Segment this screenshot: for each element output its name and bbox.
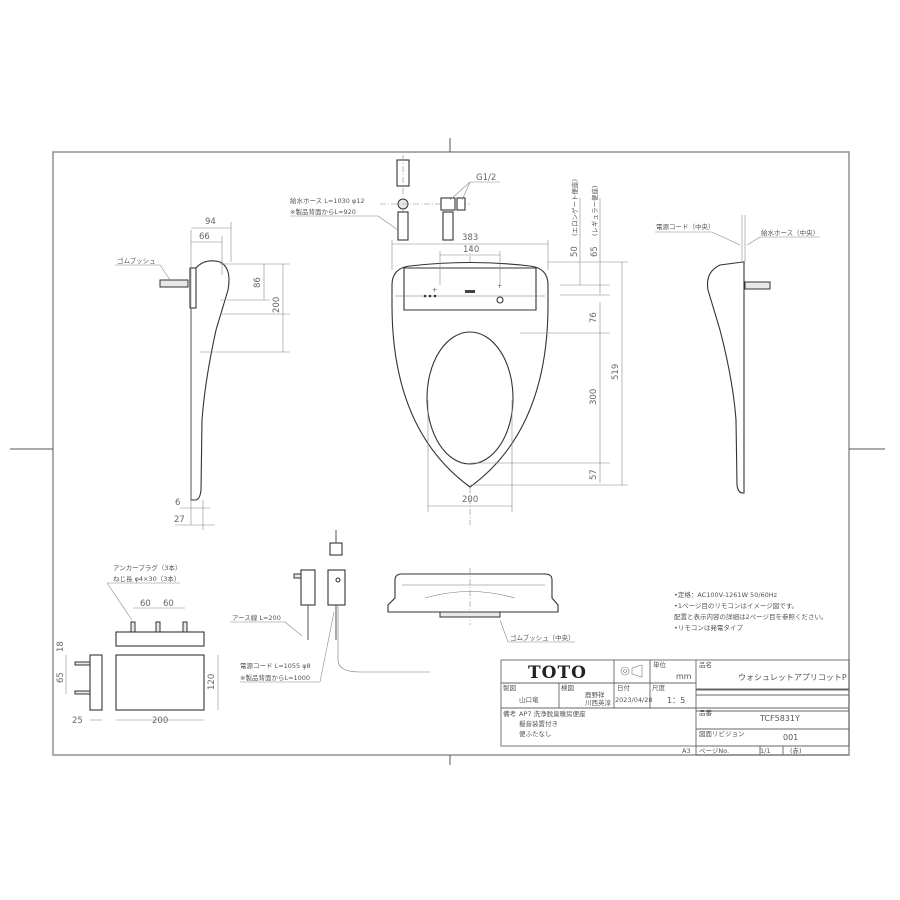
dim-65b: 65	[56, 672, 66, 683]
remark-2: 擬音装置付き	[519, 719, 558, 728]
dim-200: 200	[462, 495, 478, 505]
page-note: (赤)	[790, 747, 802, 755]
label-anchor-plug: アンカープラグ（3本）	[113, 563, 182, 572]
label-rubber-bush: ゴムブッシュ	[117, 256, 156, 265]
note-remote-type: •リモコンは発電タイプ	[674, 623, 743, 632]
date-value: 2023/04/28	[615, 696, 652, 704]
dim-66: 66	[199, 232, 210, 242]
projection-symbol-icon	[620, 664, 643, 678]
seat-top-view: + +	[391, 245, 549, 525]
right-side-view	[706, 215, 771, 494]
label-power-cord: 電源コード L=1055 φ8	[240, 661, 311, 670]
dim-60a: 60	[140, 599, 151, 609]
scale-label: 尺度	[652, 683, 666, 692]
dim-383: 383	[462, 233, 478, 243]
unit-label: 単位	[653, 660, 667, 669]
scale-value: 1：5	[667, 696, 685, 705]
unit-value: mm	[676, 672, 692, 681]
note-remote-detail: 配置と表示内容の詳細は2ページ目を参照ください。	[674, 612, 828, 621]
dim-57: 57	[589, 469, 599, 480]
power-plug	[293, 530, 430, 673]
dim-200-side: 200	[272, 297, 282, 313]
label-water-hose-center: 給水ホース（中央）	[761, 228, 819, 237]
label-power-cord-center: 電源コード（中央）	[656, 222, 715, 231]
drawn-by: 山口竜	[519, 695, 539, 704]
drawing-frame	[52, 151, 850, 756]
dim-300: 300	[589, 389, 599, 405]
dim-65: 65	[590, 246, 600, 257]
dim-50: 50	[570, 246, 580, 257]
dim-6: 6	[175, 498, 180, 508]
water-hose-note: ※製品背面からL=920	[290, 207, 356, 216]
label-earth-wire: アース線 L=200	[232, 613, 281, 622]
water-valve	[380, 155, 470, 241]
dim-120: 120	[207, 674, 217, 690]
dim-27: 27	[174, 515, 185, 525]
dim-25: 25	[72, 716, 83, 726]
sheet-size: A3	[682, 747, 691, 755]
checked-by-2: 川西英淳	[585, 698, 612, 707]
dim-140: 140	[463, 245, 479, 255]
page-label: ページNo.	[699, 747, 729, 755]
product-number-label: 品番	[699, 709, 713, 717]
product-name-label: 品名	[699, 660, 712, 669]
remarks-label: 備考	[503, 709, 517, 718]
remark-1: AP7 洗浄脱臭暖房便座	[519, 709, 586, 718]
left-side-view	[159, 230, 230, 525]
revision-label: 図面リビジョン	[699, 729, 745, 738]
dim-200-bracket: 200	[152, 716, 168, 726]
note-rating: •定格：AC100V-1261W 50/60Hz	[674, 590, 778, 599]
label-power-cord-note: ※製品背面からL=1000	[240, 673, 310, 682]
drawn-label: 製図	[503, 683, 516, 692]
svg-text:+: +	[432, 286, 437, 294]
dim-76: 76	[589, 312, 599, 323]
revision-value: 001	[783, 733, 798, 742]
svg-text:+: +	[497, 282, 502, 290]
label-regular: (レギュラー便座)	[590, 185, 599, 236]
mounting-bracket	[74, 621, 205, 711]
seat-front-view	[387, 568, 559, 625]
page-value: 1/1	[760, 747, 770, 755]
water-hose-label: 給水ホース L=1030 φ12	[290, 196, 364, 205]
product-name: ウォシュレットアプリコットP	[738, 673, 847, 682]
date-label: 日付	[617, 683, 631, 692]
dim-94: 94	[205, 217, 216, 227]
remark-3: 便ふたなし	[519, 729, 552, 738]
label-screw-length: ねじ長 φ4×30（3本）	[113, 574, 180, 583]
checked-label: 検図	[561, 683, 574, 692]
label-g-thread: G1/2	[476, 173, 496, 183]
dim-86: 86	[253, 277, 263, 288]
dim-60b: 60	[163, 599, 174, 609]
product-number: TCF5831Y	[759, 714, 800, 723]
note-remote-image: •1ページ目のリモコンはイメージ図です。	[674, 602, 798, 610]
toto-logo: TOTO	[528, 663, 587, 683]
checked-by-1: 鹿野祥	[585, 690, 605, 699]
dim-519: 519	[611, 364, 621, 380]
title-block	[500, 659, 850, 756]
label-elongate: (エロンゲート便座)	[570, 179, 579, 236]
label-rubber-bush-center: ゴムブッシュ（中央）	[510, 633, 575, 642]
dim-18: 18	[56, 641, 66, 652]
